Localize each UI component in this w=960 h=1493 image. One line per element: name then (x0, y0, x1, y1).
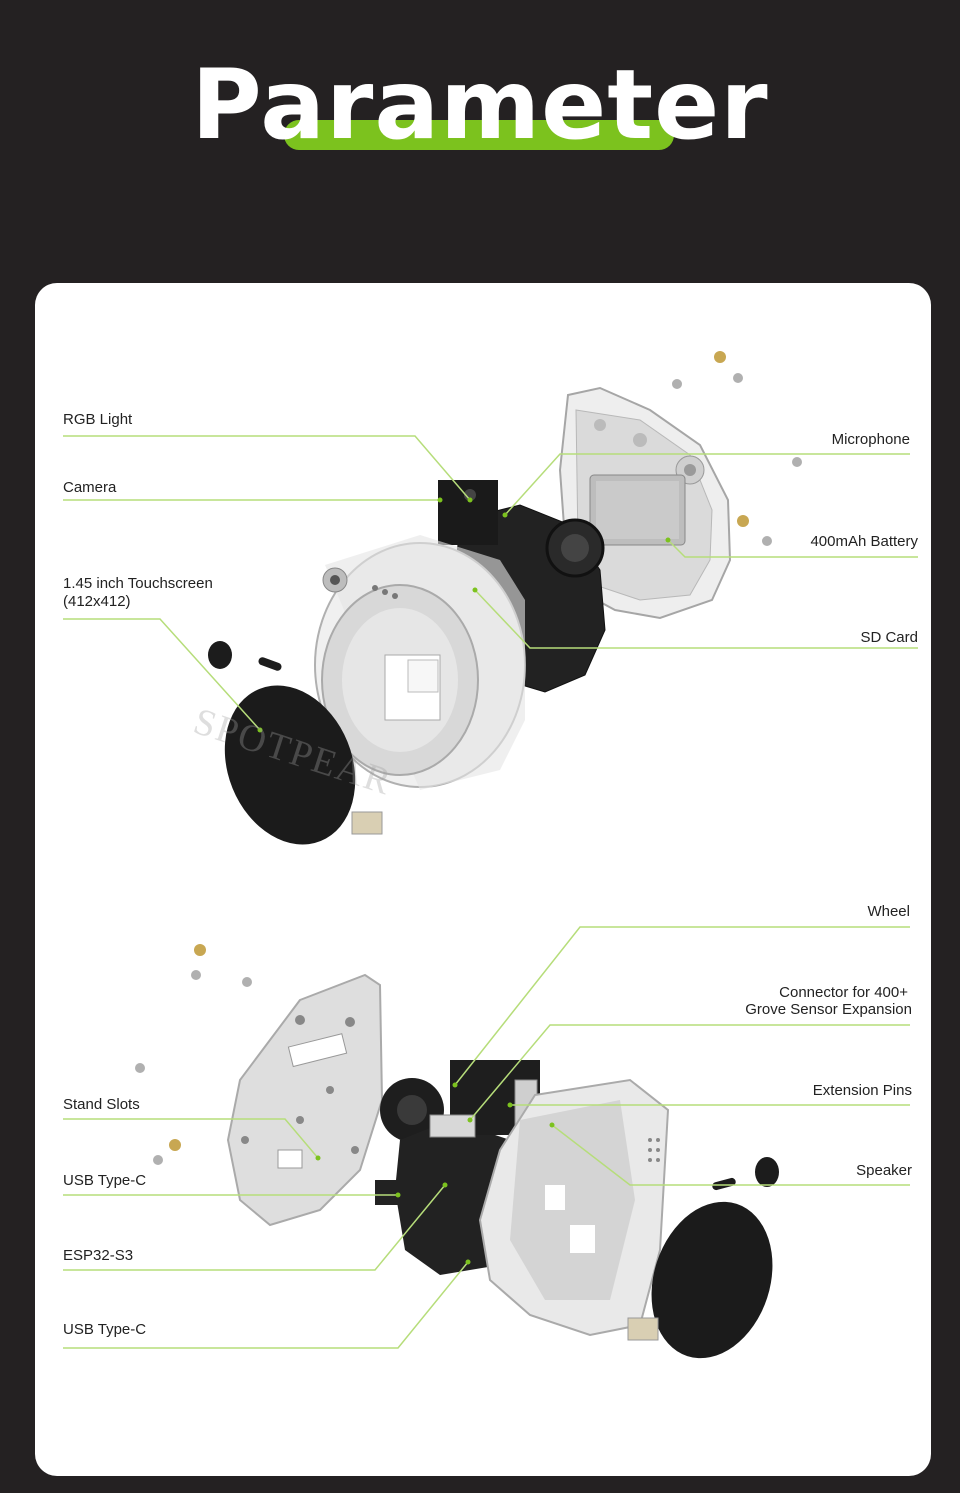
label-sd-card: SD Card (860, 629, 918, 646)
label-usb-type-c-2: USB Type-C (63, 1321, 147, 1338)
label-microphone: Microphone (831, 431, 910, 448)
label-usb-type-c-1: USB Type-C (63, 1172, 147, 1189)
label-esp32: ESP32-S3 (63, 1247, 134, 1264)
back-plate-bottom (226, 973, 384, 1227)
label-speaker: Speaker (856, 1162, 912, 1179)
title-underline (284, 120, 674, 150)
page-title: Parameter (191, 49, 769, 161)
title-block: Parameter (0, 40, 960, 170)
label-extension-pins: Extension Pins (812, 1082, 912, 1099)
touchscreen-disc (224, 685, 356, 845)
label-connector-line1: Connector for 400+ (779, 984, 908, 1001)
display-disc-bottom (651, 1201, 773, 1359)
bottom-leader-lines (63, 926, 910, 1349)
label-battery: 400mAh Battery (810, 533, 918, 550)
label-connector-line2: Grove Sensor Expansion (745, 1001, 912, 1018)
top-leader-lines (63, 435, 918, 731)
label-touchscreen-line2: (412x412) (63, 593, 131, 610)
label-wheel: Wheel (867, 903, 910, 920)
label-rgb-light: RGB Light (63, 411, 133, 428)
label-camera: Camera (63, 479, 117, 496)
label-touchscreen-line1: 1.45 inch Touchscreen (63, 575, 213, 592)
label-stand-slots: Stand Slots (63, 1096, 140, 1113)
